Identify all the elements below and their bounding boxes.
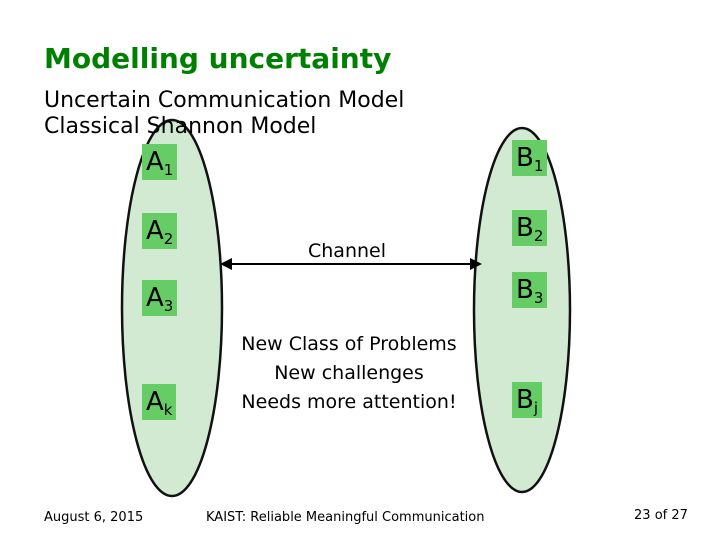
node-base: A (146, 147, 164, 177)
channel-label: Channel (308, 240, 387, 262)
node-base: A (146, 216, 164, 246)
note-line-1: New Class of Problems (241, 333, 457, 355)
receiver-node-b2: B2 (512, 210, 548, 246)
footer-date: August 6, 2015 (44, 510, 144, 525)
sender-node-a3: A3 (142, 280, 178, 316)
page-current: 23 (634, 508, 651, 523)
node-subscript: 3 (533, 289, 544, 307)
node-subscript: k (163, 401, 173, 419)
problem-note: New Class of Problems New challenges Nee… (222, 330, 476, 417)
sender-node-ak: Ak (142, 384, 177, 420)
note-line-2: New challenges (274, 362, 424, 384)
sender-node-a1: A1 (142, 144, 178, 180)
footer-organization: KAIST: Reliable Meaningful Communication (206, 510, 485, 525)
subtitle-uncertain-model: Uncertain Communication Model (44, 88, 405, 113)
channel-arrowhead-right (470, 258, 482, 270)
node-base: B (516, 143, 534, 173)
sender-node-a2: A2 (142, 213, 178, 249)
node-subscript: 3 (163, 297, 174, 315)
node-base: A (146, 387, 164, 417)
node-subscript: 2 (163, 230, 174, 248)
node-subscript: 2 (533, 227, 544, 245)
node-base: B (516, 385, 534, 415)
page-total: 27 (671, 508, 688, 523)
receiver-node-b1: B1 (512, 140, 548, 176)
page-number: 23 of 27 (634, 508, 688, 523)
node-base: A (146, 283, 164, 313)
node-subscript: 1 (163, 161, 174, 179)
slide-title: Modelling uncertainty (44, 42, 392, 75)
subtitle-shannon-model: Classical Shannon Model (44, 114, 317, 139)
node-base: B (516, 275, 534, 305)
node-subscript: 1 (533, 157, 544, 175)
note-line-3: Needs more attention! (241, 391, 457, 413)
receiver-node-b3: B3 (512, 272, 548, 308)
node-base: B (516, 213, 534, 243)
page-separator: of (654, 508, 668, 523)
node-subscript: j (533, 399, 539, 417)
channel-arrowhead-left (220, 258, 232, 270)
receiver-ellipse (472, 126, 572, 494)
receiver-node-bj: Bj (512, 382, 543, 418)
